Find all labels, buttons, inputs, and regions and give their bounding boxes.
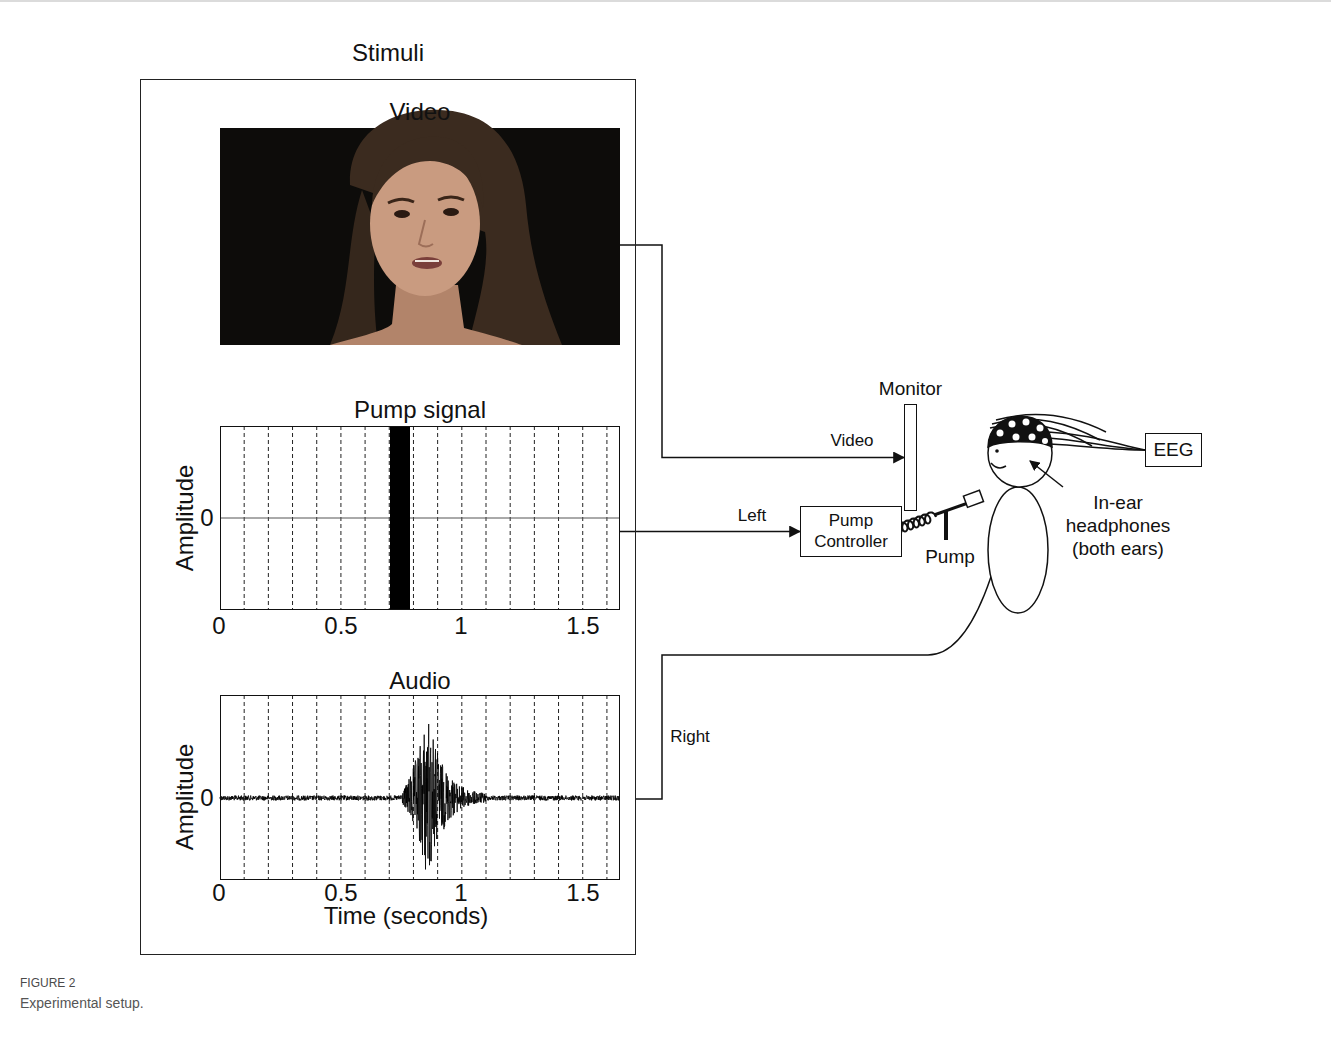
- audio-waveform: [558, 695, 559, 880]
- axis-label: 1.5: [566, 612, 599, 641]
- axis-label: 1: [454, 612, 467, 641]
- audio-waveform: [316, 695, 317, 880]
- signal-connector: [620, 531, 800, 533]
- node-heading: Pump signal: [220, 393, 620, 426]
- participant-figure: [1048, 432, 1145, 450]
- participant-figure: [991, 463, 1006, 468]
- plot-frame: [220, 695, 620, 880]
- axis-label: 0: [212, 879, 225, 908]
- participant-figure: [988, 416, 1052, 447]
- video-still: [419, 220, 433, 247]
- node-heading: Video: [220, 95, 620, 128]
- axis-label: Amplitude: [171, 465, 200, 572]
- node-heading: Stimuli: [140, 39, 636, 67]
- channel-label: Right: [670, 727, 710, 747]
- axis-label: Amplitude: [171, 744, 200, 851]
- axis-label: 1.5: [566, 879, 599, 908]
- video-still: [394, 210, 410, 218]
- audio-waveform: [486, 695, 487, 880]
- video-still: [412, 257, 442, 269]
- pump-illustration: [944, 511, 948, 540]
- audio-waveform: [340, 695, 341, 880]
- participant-figure: [1046, 438, 1145, 450]
- eeg-box: EEG: [1145, 433, 1202, 467]
- pump-signal-trace: [220, 518, 619, 519]
- audio-wire: [636, 460, 1021, 799]
- video-still: [372, 137, 483, 208]
- headphones-label: In-ear headphones (both ears): [1056, 492, 1180, 560]
- audio-waveform: [534, 695, 535, 880]
- pump-illustration: [934, 503, 968, 515]
- video-still: [415, 260, 439, 262]
- audio-waveform: [582, 695, 583, 880]
- video-still: [388, 199, 414, 203]
- audio-waveform: [510, 695, 511, 880]
- pump-signal-trace: [220, 426, 619, 609]
- participant-figure: [1023, 419, 1030, 426]
- participant-figure: [988, 415, 1145, 613]
- axis-label: 0: [200, 504, 213, 533]
- node-heading: Audio: [220, 666, 620, 695]
- axis-label: 0: [200, 784, 213, 813]
- participant-figure: [1030, 461, 1063, 487]
- figure-caption: Experimental setup.: [20, 995, 144, 1012]
- participant-figure: [1037, 425, 1044, 432]
- pump-signal-plot: Pump signal: [220, 393, 620, 610]
- audio-wire: [636, 460, 1021, 799]
- plot-frame: [220, 426, 620, 610]
- pump-controller-box: Pump Controller: [800, 506, 902, 557]
- axis-title: Time (seconds): [324, 902, 488, 931]
- participant-figure: [995, 449, 999, 453]
- participant-figure: [988, 487, 1048, 613]
- video-still: [443, 208, 459, 216]
- pump-signal-trace: [390, 426, 410, 609]
- video-still: [438, 197, 464, 200]
- audio-waveform: [220, 695, 619, 880]
- participant-figure: [997, 430, 1004, 437]
- participant-figure: [1050, 444, 1145, 450]
- participant-figure: [1042, 438, 1048, 444]
- pump-illustration: [963, 490, 983, 507]
- audio-waveform: [365, 695, 366, 880]
- edge-label: Video: [828, 430, 875, 450]
- audio-waveform: [606, 695, 607, 880]
- page-rule: [0, 0, 1331, 2]
- pump-label: Pump: [925, 546, 975, 569]
- stimuli-panel: StimuliVideoPump signalAudio: [140, 79, 636, 955]
- video-still: [220, 110, 620, 345]
- audio-waveform: [292, 695, 293, 880]
- axis-label: 0: [212, 612, 225, 641]
- edge-label: Left: [736, 505, 768, 525]
- video-still: [220, 128, 620, 345]
- axis-label: 0.5: [324, 612, 357, 641]
- participant-figure: [1009, 421, 1016, 428]
- node-heading: Pump Controller: [801, 511, 901, 552]
- signal-connector: [620, 245, 904, 458]
- figure-number: FIGURE 2: [20, 976, 75, 990]
- audio-waveform: [244, 695, 245, 880]
- audio-plot: Audio: [220, 666, 620, 880]
- monitor-box: Monitor: [904, 404, 917, 511]
- node-heading: Monitor: [879, 378, 942, 400]
- video-panel: Video: [220, 95, 620, 345]
- participant-figure: [1029, 434, 1036, 441]
- participant-figure: [1013, 434, 1020, 441]
- audio-waveform: [220, 724, 619, 869]
- audio-waveform: [389, 695, 390, 880]
- audio-waveform: [268, 695, 269, 880]
- node-heading: EEG: [1149, 439, 1197, 462]
